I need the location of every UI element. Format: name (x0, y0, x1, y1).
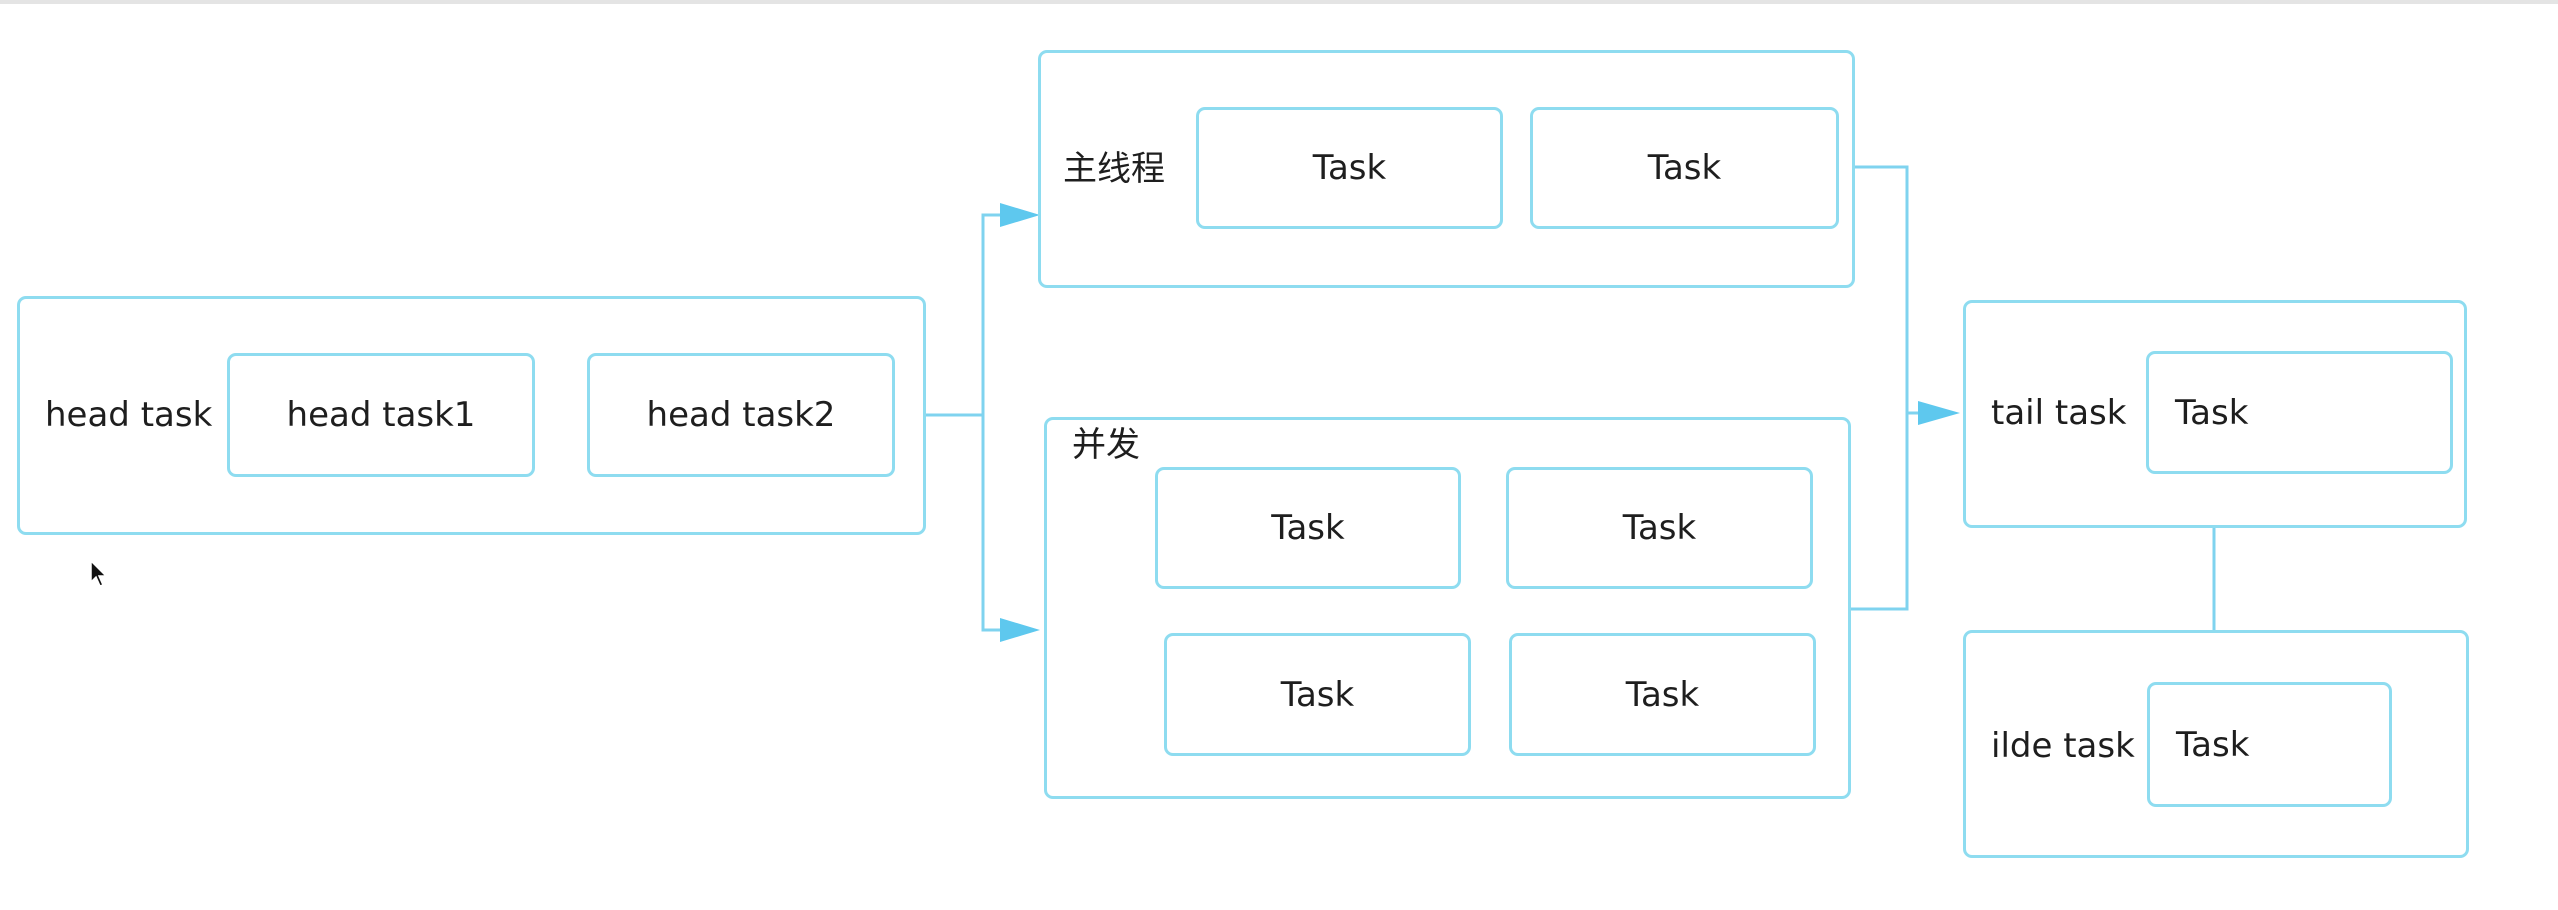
arrowhead-to-main-thread (1000, 203, 1040, 227)
arrowhead-to-concurrent (1000, 618, 1040, 642)
tail-task-node[interactable]: Task (2146, 351, 2453, 474)
connector-main-to-join (1855, 165, 1909, 413)
arrowhead-to-tail (1918, 401, 1960, 425)
main-thread-task-2[interactable]: Task (1530, 107, 1839, 229)
connector-concurrent-to-join (1850, 413, 1909, 611)
main-thread-task-1[interactable]: Task (1196, 107, 1503, 229)
concurrent-task-3[interactable]: Task (1164, 633, 1471, 756)
connector-fork-to-main (981, 213, 1000, 415)
tail-task-group-label: tail task (1991, 393, 2127, 433)
idle-task-node[interactable]: Task (2147, 682, 2392, 807)
head-task2-node[interactable]: head task2 (587, 353, 895, 477)
concurrent-task-1[interactable]: Task (1155, 467, 1461, 589)
concurrent-task-2[interactable]: Task (1506, 467, 1813, 589)
connector-fork-to-concurrent (981, 415, 1000, 632)
top-divider (0, 0, 2558, 4)
mouse-cursor-icon (90, 560, 108, 587)
idle-task-group-label: ilde task (1991, 726, 2135, 766)
head-task1-node[interactable]: head task1 (227, 353, 535, 477)
concurrent-task-4[interactable]: Task (1509, 633, 1816, 756)
main-thread-group-label: 主线程 (1063, 149, 1165, 189)
head-task-group-label: head task (45, 395, 213, 435)
concurrent-group-label: 并发 (1072, 425, 1140, 465)
